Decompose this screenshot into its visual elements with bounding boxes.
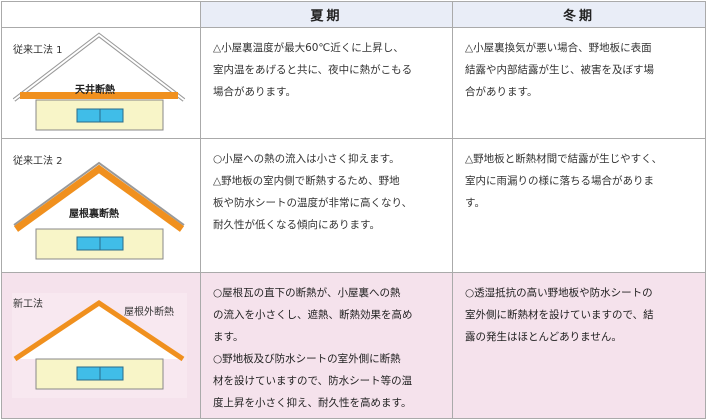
- ceiling-insulation-house-icon: [12, 32, 186, 131]
- winter-text: △野地板と断熱材間で結露が生じやすく、 室内に雨漏りの様に落ちる場合がありま す…: [465, 153, 663, 209]
- table-row: 従来工法 2 屋根裏断熱 ○小屋への熱の流入は小さく抑えます。 △野地板の室内側…: [1, 138, 706, 273]
- exterior-insulation-house-icon: [12, 293, 187, 398]
- table-row: 従来工法 1 天井断熱 △小屋裏温度が最大60℃近くに上昇し、 室内温をあげると…: [1, 27, 706, 139]
- summer-header: 夏期: [200, 1, 453, 28]
- winter-text: △小屋裏換気が悪い場合、野地板に表面 結露や内部結露が生じ、被害を及ぼす場 合が…: [465, 42, 654, 98]
- method-label: 新工法: [13, 299, 43, 310]
- header-row: 夏期 冬期: [1, 1, 706, 28]
- method-label: 従来工法 2: [13, 156, 63, 167]
- method-label: 従来工法 1: [13, 45, 63, 56]
- house-figure: 従来工法 2 屋根裏断熱: [2, 139, 200, 272]
- figure-label: 屋根外断熱: [124, 307, 174, 318]
- winter-text: ○透湿抵抗の高い野地板や防水シートの 室外側に断熱材を設けていますので、結 露の…: [465, 287, 654, 343]
- blank-header: [1, 1, 201, 28]
- summer-text: ○屋根瓦の直下の断熱が、小屋裏への熱 の流入を小さくし、遮熱、断熱効果を高め ま…: [213, 287, 413, 409]
- house-figure: 従来工法 1 天井断熱: [2, 28, 200, 138]
- figure-label: 屋根裏断熱: [69, 209, 119, 220]
- roof-insulation-house-icon: [13, 161, 185, 260]
- summer-text: ○小屋への熱の流入は小さく抑えます。 △野地板の室内側で断熱するため、野地 板や…: [213, 153, 413, 231]
- winter-header: 冬期: [452, 1, 706, 28]
- summer-text: △小屋裏温度が最大60℃近くに上昇し、 室内温をあげると共に、夜中に熱がこもる …: [213, 42, 413, 98]
- table-row: 新工法 屋根外断熱 ○屋根瓦の直下の断熱が、小屋裏への熱 の流入を小さくし、遮熱…: [1, 272, 706, 419]
- figure-label: 天井断熱: [75, 85, 115, 96]
- house-figure: 新工法 屋根外断熱: [2, 273, 200, 418]
